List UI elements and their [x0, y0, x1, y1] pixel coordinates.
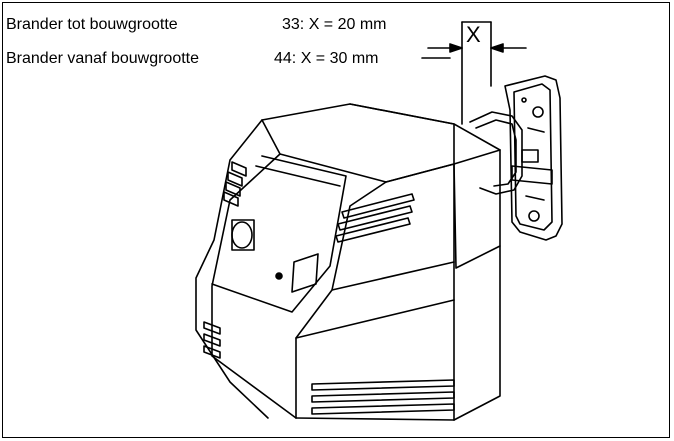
vent-slots-front-right	[335, 193, 415, 243]
burner-size-44-value: 44: X = 30 mm	[274, 50, 379, 67]
figure-frame	[2, 2, 670, 438]
front-features	[231, 219, 319, 293]
burner-size-44-label: Brander vanaf bouwgrootte	[6, 50, 200, 67]
burner-size-33-label: Brander tot bouwgrootte	[6, 16, 178, 33]
dimension-x-label: X	[466, 22, 481, 47]
burner-size-33-value: 33: X = 20 mm	[282, 16, 387, 33]
vent-slots-upper-left	[223, 161, 247, 207]
housing-rear-section	[349, 103, 501, 421]
housing-main-body	[195, 103, 455, 421]
mounting-flange	[504, 75, 563, 241]
dimension-x-marker	[421, 21, 527, 125]
vent-slots-lower-right	[311, 379, 455, 415]
vent-slots-lower-left	[203, 321, 221, 359]
blast-tube	[469, 111, 523, 195]
